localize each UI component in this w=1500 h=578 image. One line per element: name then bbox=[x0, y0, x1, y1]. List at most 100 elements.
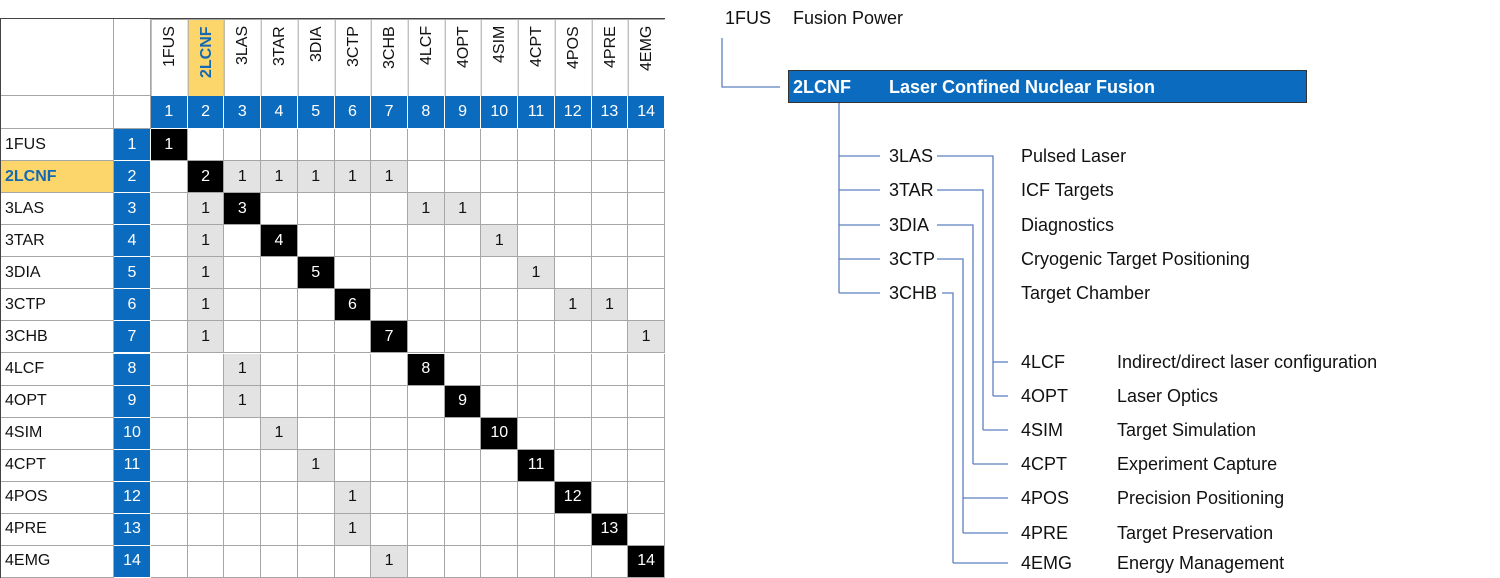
matrix-cell[interactable] bbox=[554, 321, 592, 354]
matrix-cell[interactable] bbox=[591, 257, 629, 290]
matrix-cell[interactable] bbox=[518, 417, 555, 450]
matrix-cell[interactable] bbox=[334, 417, 372, 450]
dependency-cell[interactable]: 1 bbox=[481, 225, 519, 258]
matrix-cell[interactable] bbox=[481, 385, 519, 418]
matrix-cell[interactable] bbox=[408, 129, 445, 162]
dependency-cell[interactable]: 1 bbox=[261, 417, 298, 450]
matrix-cell[interactable] bbox=[187, 481, 225, 514]
matrix-cell[interactable] bbox=[444, 417, 482, 450]
matrix-cell[interactable] bbox=[591, 193, 629, 226]
matrix-cell[interactable] bbox=[224, 225, 262, 258]
matrix-cell[interactable] bbox=[444, 353, 482, 386]
matrix-cell[interactable] bbox=[187, 417, 225, 450]
matrix-cell[interactable] bbox=[481, 289, 519, 322]
dependency-cell[interactable]: 1 bbox=[591, 289, 629, 322]
matrix-cell[interactable] bbox=[591, 129, 629, 162]
matrix-cell[interactable] bbox=[444, 513, 482, 546]
matrix-cell[interactable] bbox=[261, 353, 298, 386]
matrix-cell[interactable] bbox=[261, 321, 298, 354]
dependency-cell[interactable]: 1 bbox=[628, 321, 665, 354]
dependency-cell[interactable]: 1 bbox=[224, 353, 262, 386]
matrix-cell[interactable] bbox=[408, 545, 445, 578]
matrix-cell[interactable] bbox=[591, 161, 629, 194]
matrix-cell[interactable] bbox=[518, 353, 555, 386]
dependency-cell[interactable]: 1 bbox=[224, 385, 262, 418]
matrix-cell[interactable] bbox=[554, 513, 592, 546]
matrix-cell[interactable] bbox=[518, 545, 555, 578]
matrix-cell[interactable] bbox=[334, 545, 372, 578]
matrix-cell[interactable] bbox=[151, 193, 188, 226]
matrix-cell[interactable] bbox=[334, 449, 372, 482]
matrix-cell[interactable] bbox=[151, 513, 188, 546]
dependency-cell[interactable]: 1 bbox=[334, 481, 372, 514]
dependency-cell[interactable]: 1 bbox=[261, 161, 298, 194]
matrix-cell[interactable] bbox=[261, 289, 298, 322]
dependency-cell[interactable]: 1 bbox=[444, 193, 482, 226]
dependency-cell[interactable]: 1 bbox=[518, 257, 555, 290]
matrix-cell[interactable] bbox=[481, 161, 519, 194]
matrix-cell[interactable] bbox=[297, 193, 335, 226]
matrix-cell[interactable] bbox=[151, 289, 188, 322]
matrix-cell[interactable] bbox=[334, 257, 372, 290]
matrix-cell[interactable] bbox=[224, 513, 262, 546]
matrix-cell[interactable] bbox=[628, 449, 665, 482]
matrix-cell[interactable] bbox=[518, 161, 555, 194]
matrix-cell[interactable] bbox=[628, 513, 665, 546]
matrix-cell[interactable] bbox=[554, 161, 592, 194]
matrix-cell[interactable] bbox=[224, 129, 262, 162]
matrix-cell[interactable] bbox=[481, 129, 519, 162]
dependency-cell[interactable]: 1 bbox=[224, 161, 262, 194]
matrix-cell[interactable] bbox=[628, 417, 665, 450]
matrix-cell[interactable] bbox=[518, 129, 555, 162]
dependency-cell[interactable]: 1 bbox=[297, 449, 335, 482]
matrix-cell[interactable] bbox=[371, 385, 408, 418]
matrix-cell[interactable] bbox=[151, 385, 188, 418]
matrix-cell[interactable] bbox=[261, 449, 298, 482]
matrix-cell[interactable] bbox=[554, 257, 592, 290]
matrix-cell[interactable] bbox=[371, 225, 408, 258]
matrix-cell[interactable] bbox=[628, 257, 665, 290]
matrix-cell[interactable] bbox=[297, 289, 335, 322]
matrix-cell[interactable] bbox=[408, 417, 445, 450]
dependency-cell[interactable]: 1 bbox=[554, 289, 592, 322]
matrix-cell[interactable] bbox=[224, 321, 262, 354]
matrix-cell[interactable] bbox=[151, 545, 188, 578]
matrix-cell[interactable] bbox=[297, 513, 335, 546]
dependency-cell[interactable]: 1 bbox=[187, 321, 225, 354]
matrix-cell[interactable] bbox=[334, 321, 372, 354]
matrix-cell[interactable] bbox=[334, 193, 372, 226]
matrix-cell[interactable] bbox=[297, 545, 335, 578]
matrix-cell[interactable] bbox=[151, 321, 188, 354]
matrix-cell[interactable] bbox=[371, 417, 408, 450]
matrix-cell[interactable] bbox=[408, 513, 445, 546]
matrix-cell[interactable] bbox=[297, 225, 335, 258]
matrix-cell[interactable] bbox=[224, 289, 262, 322]
matrix-cell[interactable] bbox=[224, 417, 262, 450]
matrix-cell[interactable] bbox=[444, 289, 482, 322]
matrix-cell[interactable] bbox=[591, 385, 629, 418]
matrix-cell[interactable] bbox=[591, 321, 629, 354]
matrix-cell[interactable] bbox=[554, 385, 592, 418]
matrix-cell[interactable] bbox=[334, 353, 372, 386]
matrix-cell[interactable] bbox=[371, 257, 408, 290]
matrix-cell[interactable] bbox=[554, 225, 592, 258]
matrix-cell[interactable] bbox=[518, 193, 555, 226]
dependency-cell[interactable]: 1 bbox=[187, 193, 225, 226]
matrix-cell[interactable] bbox=[371, 193, 408, 226]
matrix-cell[interactable] bbox=[187, 129, 225, 162]
matrix-cell[interactable] bbox=[554, 545, 592, 578]
matrix-cell[interactable] bbox=[444, 257, 482, 290]
matrix-cell[interactable] bbox=[481, 513, 519, 546]
matrix-cell[interactable] bbox=[297, 129, 335, 162]
matrix-cell[interactable] bbox=[151, 417, 188, 450]
matrix-cell[interactable] bbox=[151, 481, 188, 514]
matrix-cell[interactable] bbox=[591, 481, 629, 514]
matrix-cell[interactable] bbox=[628, 193, 665, 226]
matrix-cell[interactable] bbox=[297, 353, 335, 386]
matrix-cell[interactable] bbox=[591, 353, 629, 386]
matrix-cell[interactable] bbox=[554, 129, 592, 162]
matrix-cell[interactable] bbox=[481, 545, 519, 578]
matrix-cell[interactable] bbox=[261, 481, 298, 514]
matrix-cell[interactable] bbox=[408, 481, 445, 514]
matrix-cell[interactable] bbox=[187, 385, 225, 418]
